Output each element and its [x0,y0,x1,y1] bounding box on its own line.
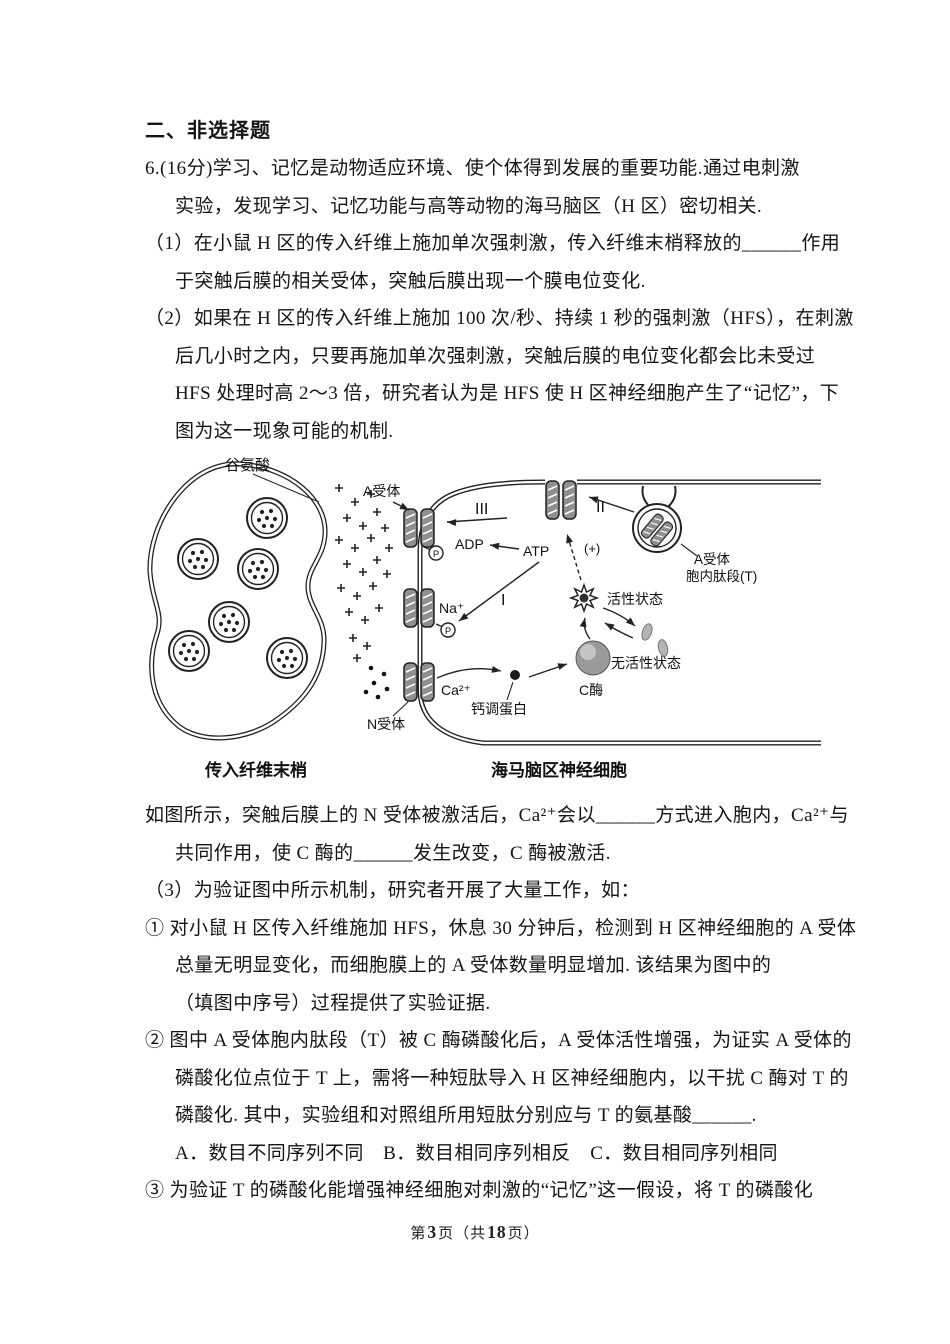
na-label: Na⁺ [439,600,464,616]
synaptic-vesicle [246,497,288,539]
a-receptor-label: A受体 [363,483,400,499]
phosphate-group-2: P [435,622,456,638]
text-line: ③ 为验证 T 的磷酸化能增强神经细胞对刺激的“记忆”这一假设，将 T 的磷酸化 [145,1180,814,1201]
c-enzyme-label: C酶 [579,682,603,698]
text-line: ② 图中 A 受体胞内肽段（T）被 C 酶磷酸化后，A 受体活性增强，为证实 A… [145,1030,852,1051]
receptor-tail-label-2: 胞内肽段(T) [686,569,757,584]
text-line: 磷酸化. 其中，实验组和对照组所用短肽分别应与 T 的氨基酸______. [175,1105,757,1126]
text-line: HFS 处理时高 2～3 倍，研究者认为是 HFS 使 H 区神经细胞产生了“记… [175,383,840,404]
n-receptor-label: N受体 [367,716,405,732]
presynaptic-terminal [147,461,328,741]
text-line: 磷酸化位点位于 T 上，需将一种短肽导入 H 区神经细胞内，以干扰 C 酶对 T… [175,1067,849,1089]
text-line: （2）如果在 H 区的传入纤维上施加 100 次/秒、持续 1 秒的强刺激（HF… [145,308,854,329]
synapse-diagram: P P [147,457,829,780]
section-title: 二、非选择题 [145,120,271,142]
page-footer: 第3页（共18页） [0,1222,950,1243]
synaptic-vesicle [168,630,210,672]
diagram-labels: 谷氨酸 A受体 III ADP ATP II (+) A受体 胞内肽段(T) N… [204,457,757,780]
text-line: ① 对小鼠 H 区传入纤维施加 HFS，休息 30 分钟后，检测到 H 区神经细… [145,917,857,939]
calcium-ion-dots [363,665,390,700]
footer-text: 页） [507,1226,540,1242]
footer-text: 页（共 [438,1226,487,1242]
phosphate-group-1: P [423,545,444,561]
presynaptic-label: 传入纤维末梢 [204,760,307,780]
p-label: P [433,549,439,560]
glutamate-molecules [335,484,393,662]
glutamate-label: 谷氨酸 [225,457,270,474]
text-line: （填图中序号）过程提供了实验证据. [175,992,491,1014]
arrowheads [399,496,635,673]
membrane-channel-2 [545,480,577,520]
synaptic-vesicle [266,637,308,679]
footer-text: 第 [410,1226,427,1242]
calmodulin-label: 钙调蛋白 [471,701,527,717]
text-line: 如图所示，突触后膜上的 N 受体被激活后，Ca²⁺会以______方式进入胞内，… [145,805,849,826]
synaptic-vesicle [208,601,250,643]
text-line: 总量无明显变化，而细胞膜上的 A 受体数量明显增加. 该结果为图中的 [175,955,772,976]
postsynaptic-label: 海马脑区神经细胞 [491,760,627,780]
text-line: 图为这一现象可能的机制. [175,420,394,442]
step1-label: I [501,592,505,609]
p-label: P [445,626,451,637]
atp-label: ATP [523,543,549,559]
diagram-container: P P [141,452,829,797]
ca-label: Ca²⁺ [441,682,471,698]
text-line: （3）为验证图中所示机制，研究者开展了大量工作，如： [145,880,640,901]
footer-page-number: 3 [427,1222,438,1242]
text-line: （1）在小鼠 H 区的传入纤维上施加单次强刺激，传入纤维末梢释放的______作… [145,233,841,254]
endosome [632,485,682,553]
plus-label: (+) [584,541,600,556]
adp-label: ADP [455,536,484,552]
text-line: 共同作用，使 C 酶的______发生改变，C 酶被激活. [175,842,611,864]
step2-label: II [596,499,605,516]
active-c-enzyme-star [568,582,600,614]
text-line: 后几小时之内，只要再施加单次强刺激，突触后膜的电位变化都会比未受过 [175,345,816,367]
inactive-state-label: 无活性状态 [611,655,681,671]
process-arrows [252,473,698,717]
c-enzyme-sphere [575,640,611,676]
footer-total-pages: 18 [487,1222,507,1242]
active-state-label: 活性状态 [607,591,663,607]
text-line: 于突触后膜的相关受体，突触后膜出现一个膜电位变化. [175,270,646,292]
synaptic-vesicle [177,538,219,580]
step3-label: III [475,501,488,518]
receptor-tail-label-1: A受体 [694,552,731,567]
text-line: 6.(16分)学习、记忆是动物适应环境、使个体得到发展的重要功能.通过电刺激 [145,158,800,179]
inactive-enzyme-shapes [641,623,669,657]
options-line: A．数目不同序列不同 B．数目相同序列相反 C．数目相同序列相同 [175,1142,778,1164]
text-line: 实验，发现学习、记忆功能与高等动物的海马脑区（H 区）密切相关. [175,195,763,217]
calmodulin-pointer [506,681,514,701]
calmodulin-dot [510,670,520,680]
synaptic-vesicle [237,548,279,590]
question-content: 二、非选择题 6.(16分)学习、记忆是动物适应环境、使个体得到发展的重要功能.… [145,112,857,1210]
